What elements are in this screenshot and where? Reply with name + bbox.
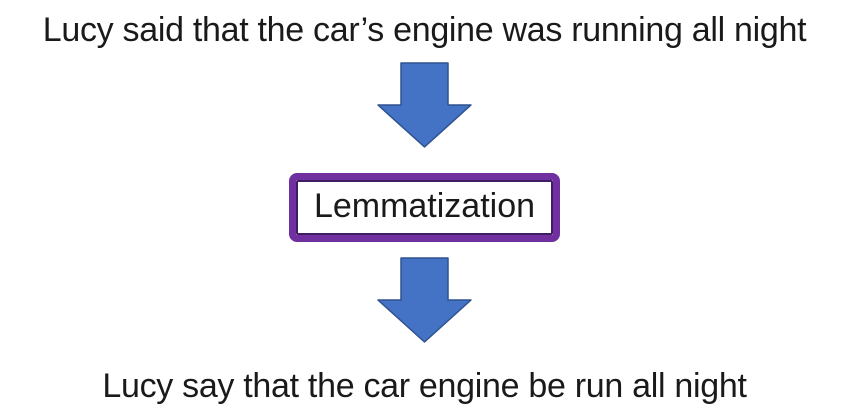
down-arrow-icon xyxy=(377,62,472,148)
down-arrow-shape xyxy=(377,257,472,343)
output-sentence: Lucy say that the car engine be run all … xyxy=(102,367,747,405)
down-arrow-shape xyxy=(377,62,472,148)
down-arrow-icon xyxy=(377,257,472,343)
process-label: Lemmatization xyxy=(313,187,536,225)
input-sentence: Lucy said that the car’s engine was runn… xyxy=(42,11,807,49)
lemmatization-box-inner: Lemmatization xyxy=(295,180,554,235)
lemmatization-box: Lemmatization xyxy=(288,173,561,242)
